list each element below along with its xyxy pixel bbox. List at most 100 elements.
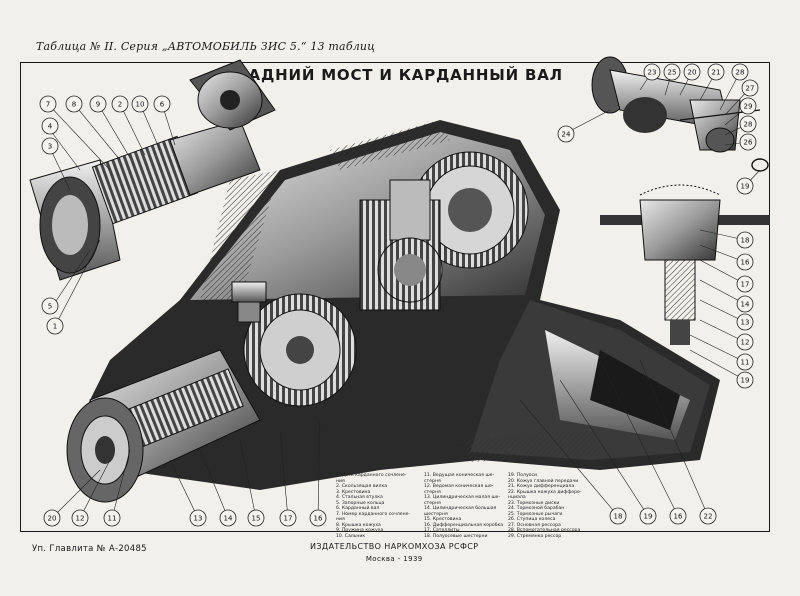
legend-entry: 9. Пружина кожуха (336, 528, 384, 533)
callout-label: 11 (108, 515, 117, 523)
publisher-block: ИЗДАТЕЛЬСТВО НАРКОМХОЗА РСФСР Москва - 1… (310, 542, 479, 563)
callout-2: 2 (111, 95, 129, 113)
callout-circle (557, 125, 575, 143)
callout-14: 14 (736, 295, 754, 313)
callout-label: 17 (284, 515, 293, 523)
publisher-name: ИЗДАТЕЛЬСТВО НАРКОМХОЗА РСФСР (310, 542, 479, 551)
callout-label: 8 (72, 101, 76, 109)
callout-circle (736, 275, 754, 293)
callout-label: 17 (741, 281, 750, 289)
callout-label: 13 (741, 319, 750, 327)
callout-24: 24 (557, 125, 575, 143)
callout-8: 8 (65, 95, 83, 113)
censor-number: Уп. Главлита № А-20485 (32, 544, 147, 554)
cutaway-hatch-top (330, 120, 450, 170)
callout-label: 14 (741, 301, 750, 309)
callout-label: 12 (741, 339, 750, 347)
callout-circle (736, 313, 754, 331)
callout-circle (41, 137, 59, 155)
legend-entry: 10. Сальник (336, 533, 366, 539)
callout-label: 22 (704, 513, 713, 521)
callout-label: 18 (741, 237, 750, 245)
callout-label: 19 (741, 183, 750, 191)
callout-label: 11 (741, 359, 750, 367)
callout-label: 26 (744, 139, 753, 147)
legend-entry: 20. Кожух главной передачи (508, 478, 579, 484)
callout-label: 20 (48, 515, 57, 523)
cutaway-hatch-left (200, 170, 280, 300)
callout-12: 12 (736, 333, 754, 351)
callout-circle (219, 509, 237, 527)
series-header: Таблица № II. Серия „АВТОМОБИЛЬ ЗИС 5.“ … (36, 40, 376, 53)
callout-27: 27 (741, 79, 759, 97)
callout-circle (707, 63, 725, 81)
universal-joint-drawing (29, 59, 276, 281)
legend-entry: 7. Номер карданного сочлене- (336, 511, 411, 517)
callout-label: 13 (194, 515, 203, 523)
callout-14: 14 (219, 509, 237, 527)
legend-entry: 6. Карданный вал (336, 506, 380, 511)
callout-20: 20 (43, 509, 61, 527)
legend-entry: 25. Тормозные рычаги (508, 511, 563, 517)
callout-19: 19 (639, 507, 657, 525)
callout-label: 21 (712, 69, 721, 77)
callout-circle (741, 79, 759, 97)
callout-17: 17 (736, 275, 754, 293)
callout-circle (247, 509, 265, 527)
callout-circle (643, 63, 661, 81)
callout-label: 16 (741, 259, 750, 267)
cutaway-hatch-bottom (460, 430, 600, 462)
callout-label: 12 (76, 515, 85, 523)
callout-10: 10 (131, 95, 149, 113)
callout-circle (739, 133, 757, 151)
callout-circle (41, 117, 59, 135)
callout-circle (736, 371, 754, 389)
callout-16: 16 (309, 509, 327, 527)
callout-26: 26 (739, 133, 757, 151)
legend-entry: 24. Тормозной барабан (508, 506, 565, 511)
callout-22: 22 (699, 507, 717, 525)
publisher-city-year: Москва - 1939 (365, 555, 423, 563)
callout-label: 10 (136, 101, 145, 109)
legend-entry: 15. Крестовина (424, 517, 462, 522)
callout-18: 18 (736, 231, 754, 249)
callout-label: 5 (48, 303, 52, 311)
legend-entry: 4. Стальная втулка (336, 495, 383, 500)
callout-label: 19 (644, 513, 653, 521)
legend-entry: 17. Сателлиты (424, 528, 460, 533)
callout-label: 16 (674, 513, 683, 521)
callout-label: 14 (224, 515, 233, 523)
callout-circle (736, 253, 754, 271)
callout-label: 20 (688, 69, 697, 77)
callout-28: 28 (739, 115, 757, 133)
callout-9: 9 (89, 95, 107, 113)
callout-circle (153, 95, 171, 113)
legend-entry: 21. Кожух дифференциала (508, 484, 575, 489)
callout-circle (103, 509, 121, 527)
callout-circle (739, 97, 757, 115)
callout-25: 25 (663, 63, 681, 81)
callout-circle (309, 509, 327, 527)
callout-5: 5 (41, 297, 59, 315)
callout-29: 29 (739, 97, 757, 115)
callout-17: 17 (279, 509, 297, 527)
callout-label: 9 (96, 101, 100, 109)
legend-entry: 28. Вспомогательная рессора (508, 528, 581, 533)
legend-entry: 16. Дифференциальная коробка (424, 522, 504, 528)
poster-frame (20, 62, 770, 532)
legend-entry: 1. Диск карданного сочлене- (336, 473, 407, 478)
housing-bolt (231, 281, 267, 323)
callout-12: 12 (71, 509, 89, 527)
callout-circle (41, 297, 59, 315)
callout-label: 6 (160, 101, 165, 109)
callout-circle (736, 177, 754, 195)
callout-circle (43, 509, 61, 527)
legend-entry: 3. Крестовина (336, 489, 371, 495)
legend-entry: 5. Запорные кольца (336, 500, 385, 506)
callout-circle (71, 509, 89, 527)
callout-11: 11 (103, 509, 121, 527)
